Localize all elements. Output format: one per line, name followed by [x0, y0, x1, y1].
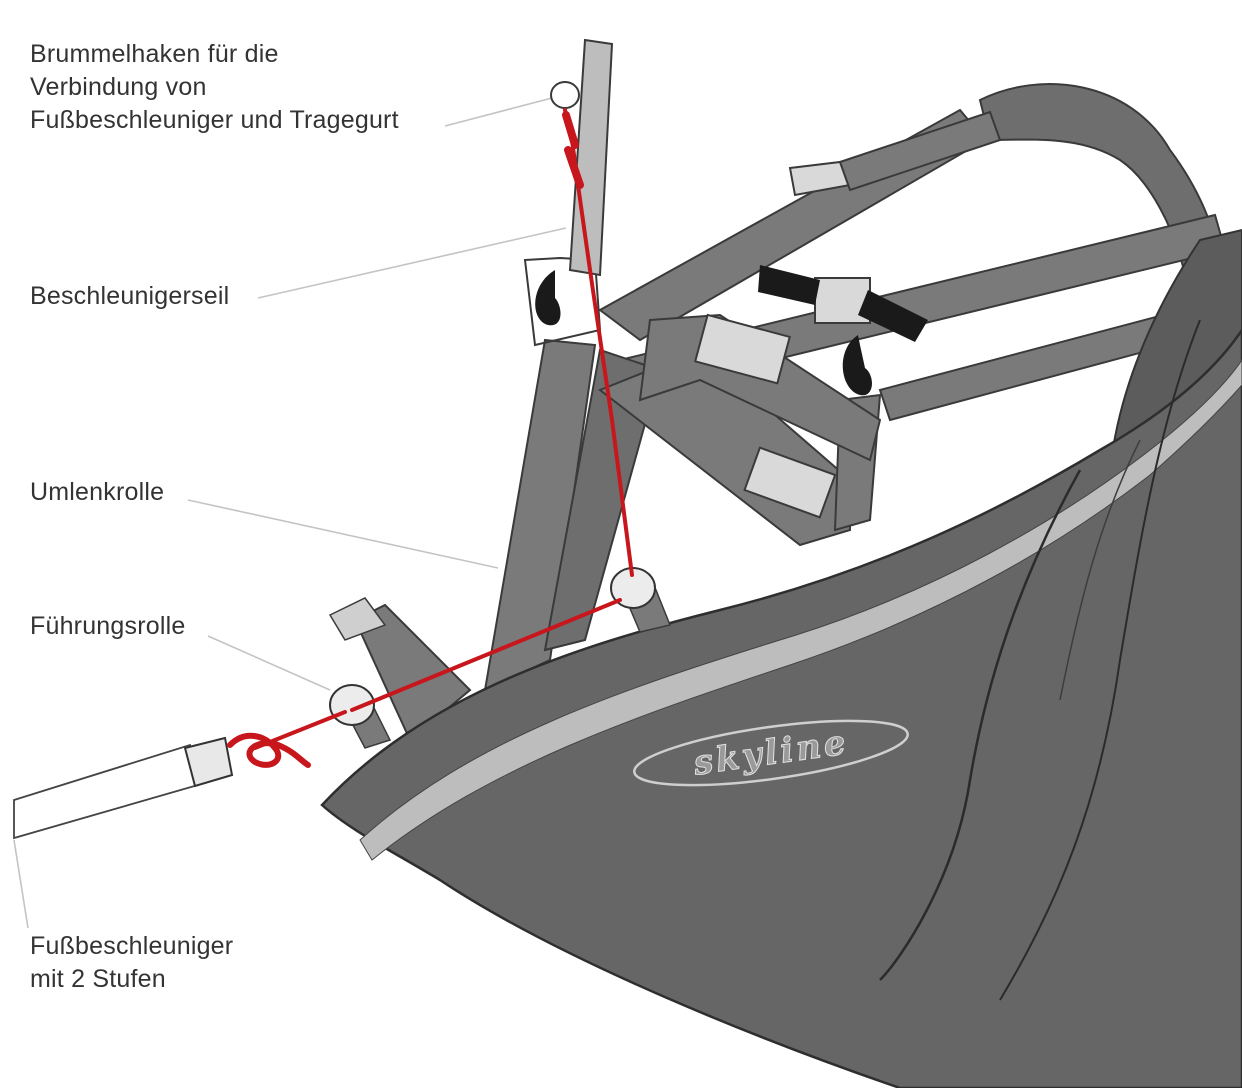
label-accelerator-rope: Beschleunigerseil	[30, 280, 229, 313]
label-deflection-pulley: Umlenkrolle	[30, 476, 164, 509]
leader-foot	[14, 840, 28, 928]
brummel-hook	[551, 82, 579, 108]
leader-guide	[208, 636, 330, 690]
carabiner-right	[843, 335, 872, 395]
label-guide-pulley: Führungsrolle	[30, 610, 185, 643]
buckle-black-left	[758, 265, 820, 305]
foot-bar	[14, 738, 232, 838]
leader-pulley	[188, 500, 498, 568]
rope-knot	[230, 736, 308, 765]
label-brummel-hook: Brummelhaken für die Verbindung von Fußb…	[30, 38, 399, 137]
carabiner-left	[535, 270, 560, 325]
foot-bar-tube	[14, 745, 198, 838]
leader-rope	[258, 228, 566, 298]
leader-hook	[445, 98, 552, 126]
label-foot-bar: Fußbeschleuniger mit 2 Stufen	[30, 930, 233, 996]
